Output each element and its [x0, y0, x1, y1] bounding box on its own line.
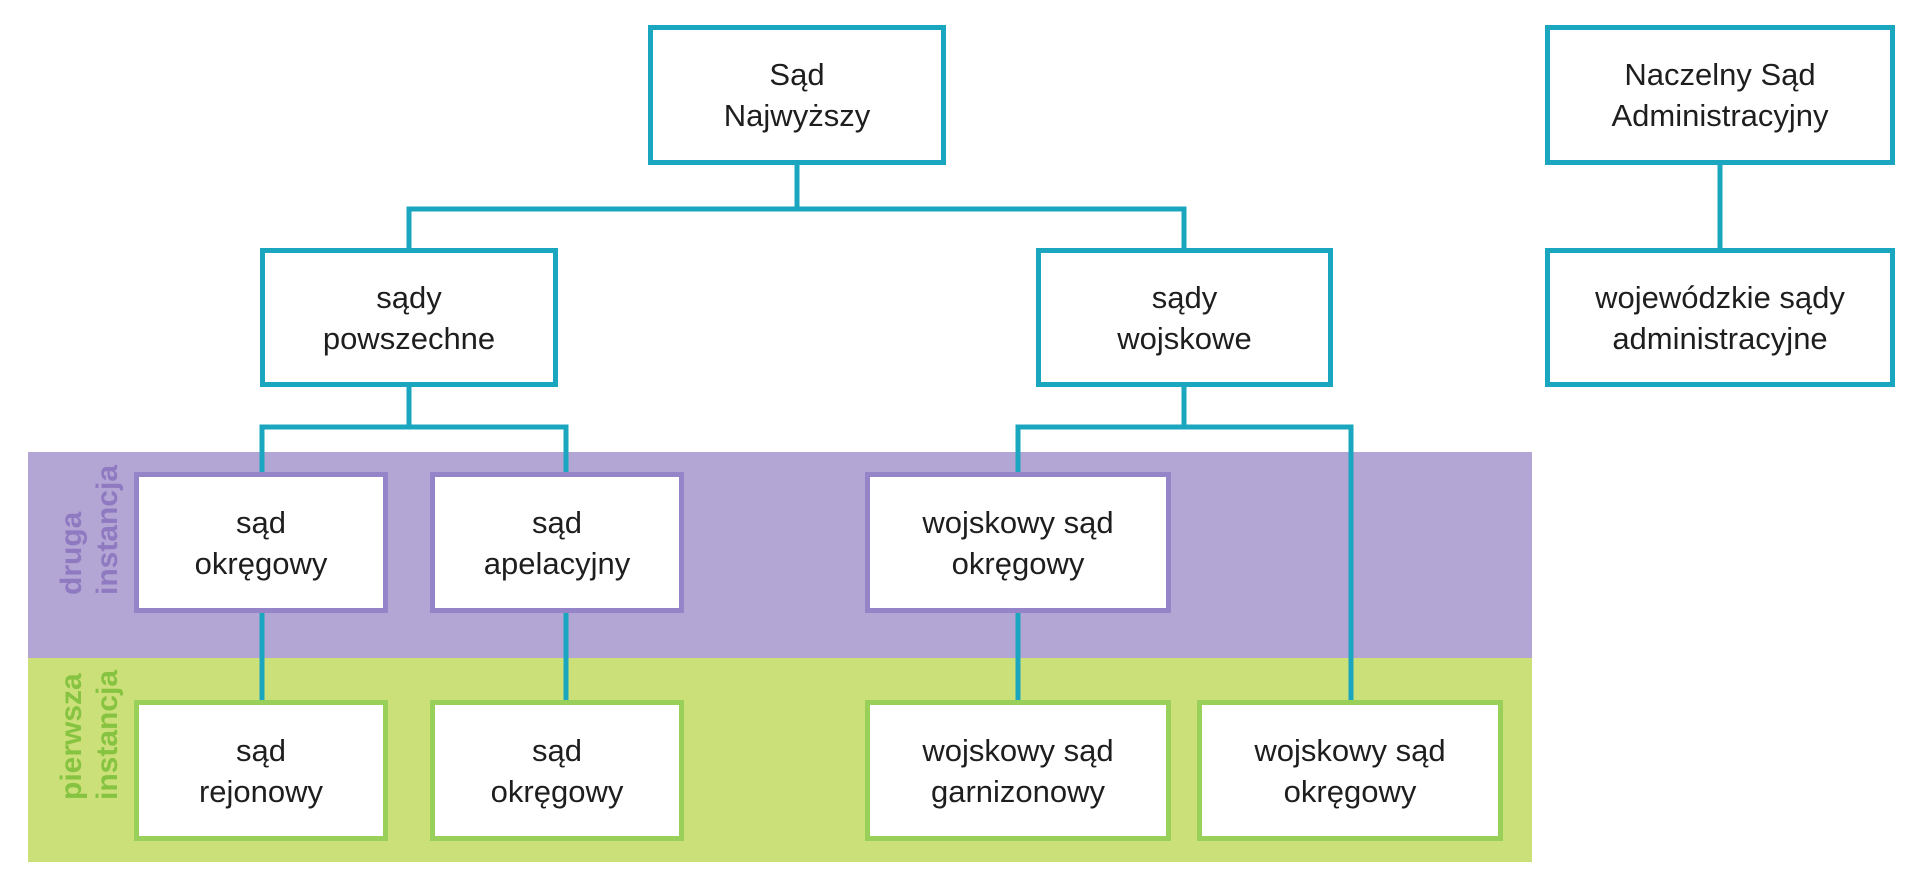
node-military-district-court-second-line1: wojskowy sąd	[922, 504, 1114, 540]
node-military-district-court-second: wojskowy sąd okręgowy	[865, 472, 1171, 613]
node-garrison-court: wojskowy sąd garnizonowy	[865, 700, 1171, 841]
node-appeal-court: sąd apelacyjny	[430, 472, 684, 613]
node-supreme-admin-court: Naczelny Sąd Administracyjny	[1545, 25, 1895, 165]
connector-supreme-to-branches	[406, 206, 1187, 248]
node-supreme-admin-court-line2: Administracyjny	[1611, 98, 1829, 133]
node-district-court-first: sąd okręgowy	[430, 700, 684, 841]
node-regional-court-line2: rejonowy	[198, 773, 324, 809]
node-district-court-second-line1: sąd	[236, 504, 286, 540]
node-voivodeship-admin-courts-line2: administracyjne	[1612, 320, 1828, 356]
node-common-courts-line1: sądy	[376, 279, 442, 315]
node-garrison-court-line2: garnizonowy	[930, 773, 1106, 809]
node-district-court-first-line2: okręgowy	[490, 773, 624, 809]
node-voivodeship-admin-courts-line1: wojewódzkie sądy	[1595, 279, 1845, 315]
node-military-district-court-second-line2: okręgowy	[951, 545, 1085, 581]
node-district-court-second-line2: okręgowy	[194, 545, 328, 581]
node-common-courts-line2: powszechne	[322, 320, 496, 356]
node-common-courts: sądy powszechne	[260, 248, 558, 387]
node-appeal-court-line2: apelacyjny	[483, 545, 631, 581]
node-military-courts: sądy wojskowe	[1036, 248, 1333, 387]
node-district-court-second: sąd okręgowy	[134, 472, 388, 613]
node-supreme-court-line1: Sąd	[769, 57, 825, 92]
node-garrison-court-line1: wojskowy sąd	[922, 732, 1114, 768]
node-supreme-court-line2: Najwyższy	[723, 98, 871, 133]
node-supreme-admin-court-line1: Naczelny Sąd	[1624, 57, 1816, 92]
node-regional-court: sąd rejonowy	[134, 700, 388, 841]
node-supreme-court: Sąd Najwyższy	[648, 25, 946, 165]
node-military-courts-line2: wojskowe	[1117, 320, 1252, 356]
node-regional-court-line1: sąd	[236, 732, 286, 768]
node-voivodeship-admin-courts: wojewódzkie sądy administracyjne	[1545, 248, 1895, 387]
node-military-district-court-first: wojskowy sąd okręgowy	[1197, 700, 1503, 841]
node-military-district-court-first-line2: okręgowy	[1283, 773, 1417, 809]
node-district-court-first-line1: sąd	[532, 732, 582, 768]
node-appeal-court-line1: sąd	[532, 504, 582, 540]
node-military-courts-line1: sądy	[1151, 279, 1218, 315]
node-military-district-court-first-line1: wojskowy sąd	[1254, 732, 1446, 768]
connector-common-to-second	[259, 424, 569, 472]
